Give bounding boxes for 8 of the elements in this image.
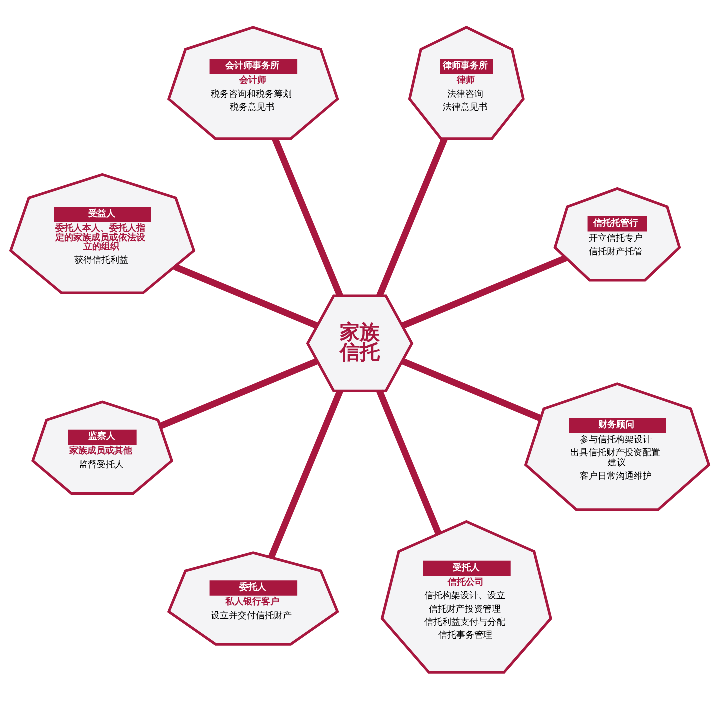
connector <box>376 390 442 536</box>
connector <box>376 138 448 298</box>
connector <box>159 358 319 430</box>
connector <box>268 390 344 559</box>
connector <box>174 264 319 330</box>
connector <box>272 138 344 298</box>
connector <box>401 255 568 330</box>
connector <box>401 358 542 422</box>
